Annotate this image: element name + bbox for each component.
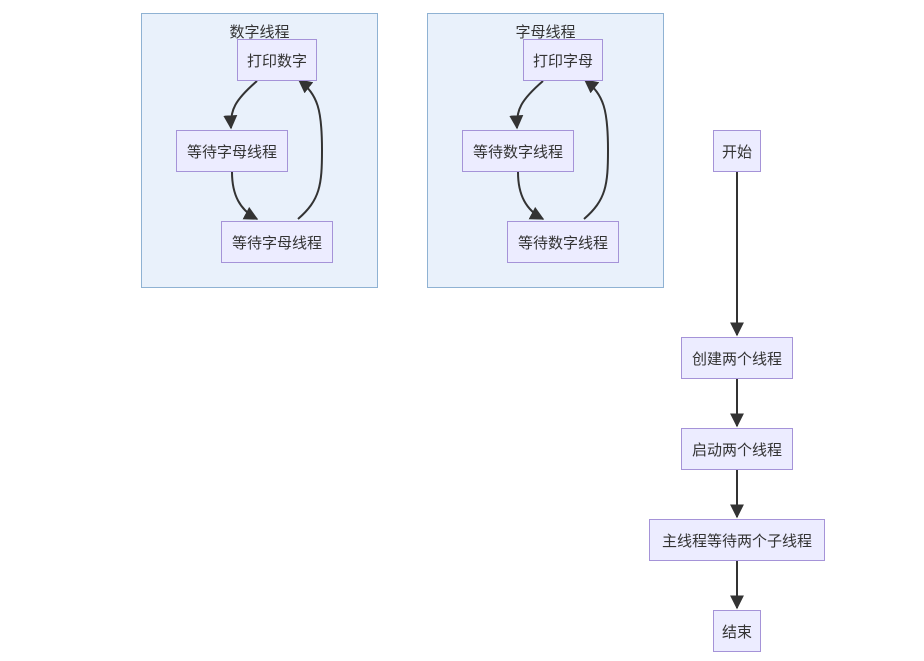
node-print-letter: 打印字母 [523,39,603,81]
edge-letter-wait-to-print-letter [583,79,610,220]
digit-thread-title: 数字线程 [229,23,290,41]
node-main-wait: 主线程等待两个子线程 [649,519,825,561]
node-start: 开始 [713,130,761,172]
node-digit-wait-letter-1: 等待字母线程 [176,130,288,172]
node-launch-threads: 启动两个线程 [681,428,793,470]
edge-wait-to-wait [231,171,259,220]
node-create-threads: 创建两个线程 [681,337,793,379]
edge-print-digit-to-wait [223,80,258,130]
edge-wait-to-print-digit [297,79,324,220]
node-print-digit: 打印数字 [237,39,317,81]
node-letter-wait-digit-1: 等待数字线程 [462,130,574,172]
node-letter-wait-digit-2: 等待数字线程 [507,221,619,263]
letter-thread-title: 字母线程 [515,23,576,41]
node-end: 结束 [713,610,761,652]
node-digit-wait-letter-2: 等待字母线程 [221,221,333,263]
edge-letter-wait-to-wait [517,171,545,220]
edge-print-letter-to-wait [509,80,544,130]
